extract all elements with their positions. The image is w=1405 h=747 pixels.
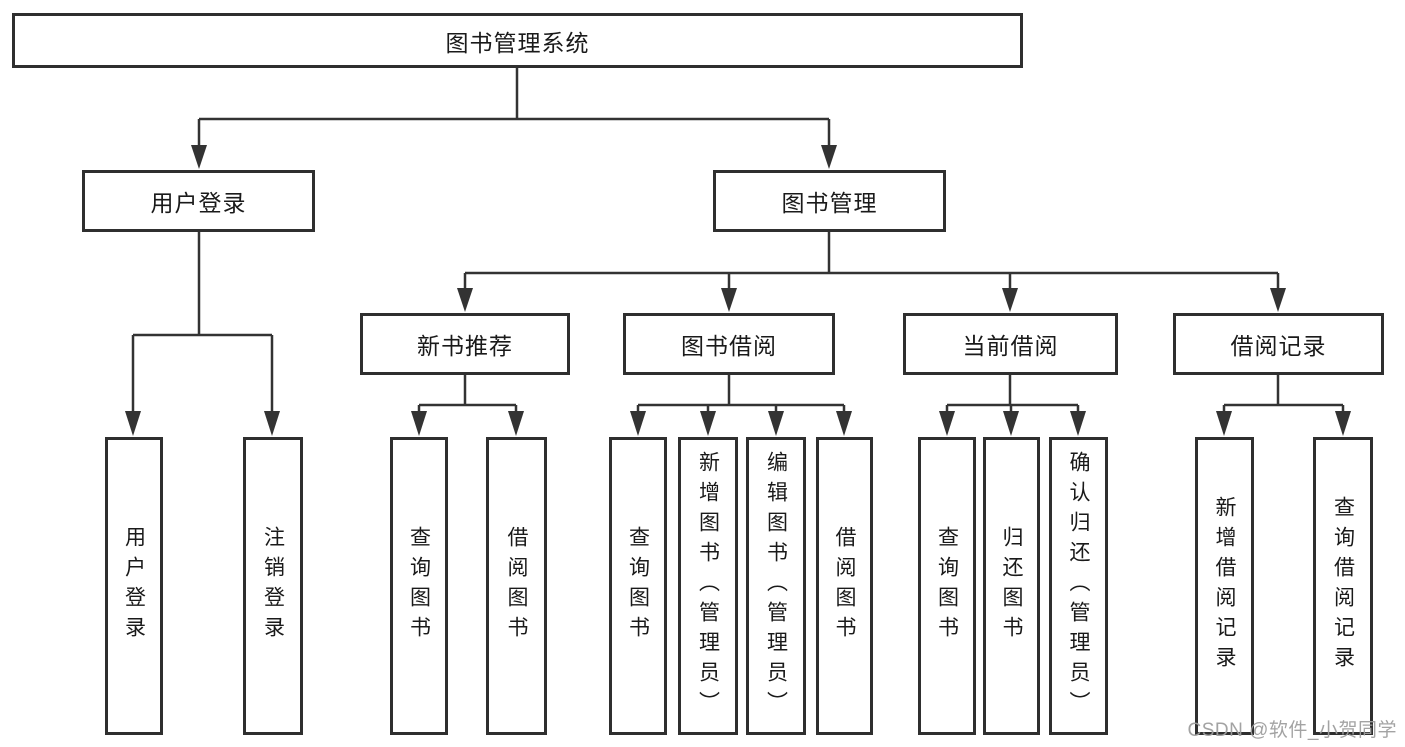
leaf-query-books-current: 查询图书 — [918, 437, 976, 735]
leaf-return-book: 归还图书 — [983, 437, 1040, 735]
leaf-add-borrow-record: 新增借阅记录 — [1195, 437, 1254, 735]
node-user-login: 用户登录 — [82, 170, 315, 232]
node-root: 图书管理系统 — [12, 13, 1023, 68]
leaf-logout: 注销登录 — [243, 437, 303, 735]
leaf-user-login: 用户登录 — [105, 437, 163, 735]
leaf-edit-book-admin: 编辑图书（管理员） — [746, 437, 806, 735]
node-borrow-records: 借阅记录 — [1173, 313, 1384, 375]
leaf-borrow-books: 借阅图书 — [816, 437, 873, 735]
node-current-borrow: 当前借阅 — [903, 313, 1118, 375]
node-book-borrow: 图书借阅 — [623, 313, 835, 375]
leaf-query-borrow-record: 查询借阅记录 — [1313, 437, 1373, 735]
leaf-borrow-books-recommend: 借阅图书 — [486, 437, 547, 735]
leaf-query-books-recommend: 查询图书 — [390, 437, 448, 735]
csdn-watermark: CSDN @软件_小贺同学 — [1187, 720, 1397, 741]
leaf-confirm-return-admin: 确认归还（管理员） — [1049, 437, 1108, 735]
node-book-management: 图书管理 — [713, 170, 946, 232]
node-new-book-recommend: 新书推荐 — [360, 313, 570, 375]
leaf-query-books-borrow: 查询图书 — [609, 437, 667, 735]
leaf-add-book-admin: 新增图书（管理员） — [678, 437, 738, 735]
